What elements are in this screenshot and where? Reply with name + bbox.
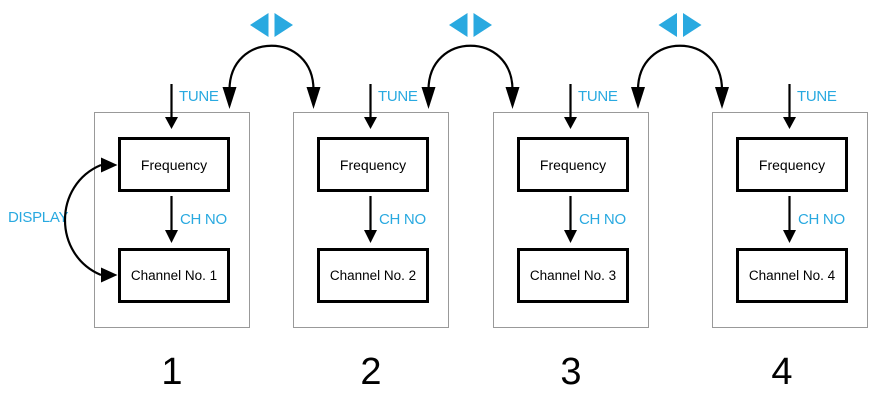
block-number: 4 [771,351,793,393]
tune-label: TUNE [578,88,618,105]
channel-block-4: TUNE Frequency CH NO Channel No. 4 4 [712,0,868,406]
channel-block-2: TUNE Frequency CH NO Channel No. 2 2 [293,0,449,406]
ch-no-label: CH NO [579,211,626,228]
ch-no-label: CH NO [798,211,845,228]
swap-left-right-icon [250,13,293,37]
block-number: 3 [560,351,582,393]
display-label: DISPLAY [8,209,69,226]
tune-label: TUNE [179,88,219,105]
ch-no-label: CH NO [379,211,426,228]
ch-no-label: CH NO [180,211,227,228]
channel-box: Channel No. 3 [517,248,629,303]
frequency-box: Frequency [317,137,429,192]
frequency-box: Frequency [517,137,629,192]
channel-box: Channel No. 2 [317,248,429,303]
block-number: 2 [360,351,382,393]
swap-left-right-icon [658,13,702,37]
tune-label: TUNE [378,88,418,105]
channel-box: Channel No. 1 [118,248,230,303]
channel-box: Channel No. 4 [736,248,848,303]
block-number: 1 [161,351,183,393]
frequency-box: Frequency [118,137,230,192]
swap-left-right-icon [449,13,492,37]
channel-block-1: TUNE Frequency CH NO Channel No. 1 1 [94,0,250,406]
channel-block-3: TUNE Frequency CH NO Channel No. 3 3 [493,0,649,406]
frequency-box: Frequency [736,137,848,192]
tune-label: TUNE [797,88,837,105]
